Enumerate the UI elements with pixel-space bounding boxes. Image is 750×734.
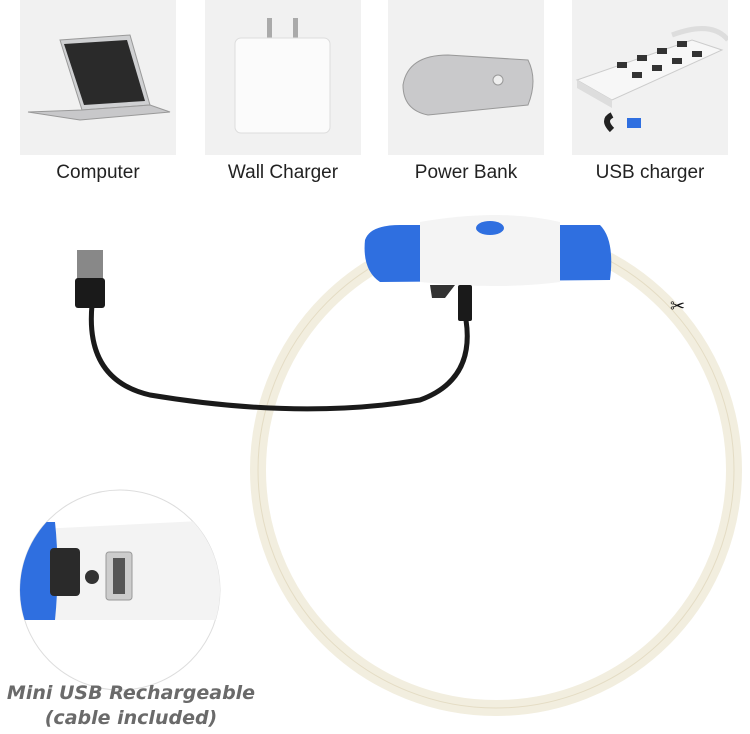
power-bank-icon: [402, 54, 534, 116]
wall-charger-panel: [205, 0, 361, 155]
computer-panel: [20, 0, 176, 155]
collar-controller: [364, 215, 612, 286]
power-bank-panel: [388, 0, 544, 155]
source-label: USB charger: [595, 162, 705, 183]
usb-cable: [75, 250, 472, 412]
led-ring: [250, 224, 742, 716]
source-label: Computer: [56, 162, 140, 183]
wall-charger-icon: [234, 18, 331, 134]
usb-hub-icon: [575, 26, 730, 133]
mini-usb-port-closeup: [19, 489, 221, 691]
usb-charger-panel: [572, 0, 730, 155]
laptop-icon: [27, 34, 171, 121]
source-label: Wall Charger: [227, 162, 339, 183]
caption-line-2: (cable included): [44, 707, 218, 729]
source-label: Power Bank: [414, 162, 518, 183]
scissors-icon: ✂: [670, 296, 685, 316]
caption-line-1: Mini USB Rechargeable: [6, 682, 256, 704]
